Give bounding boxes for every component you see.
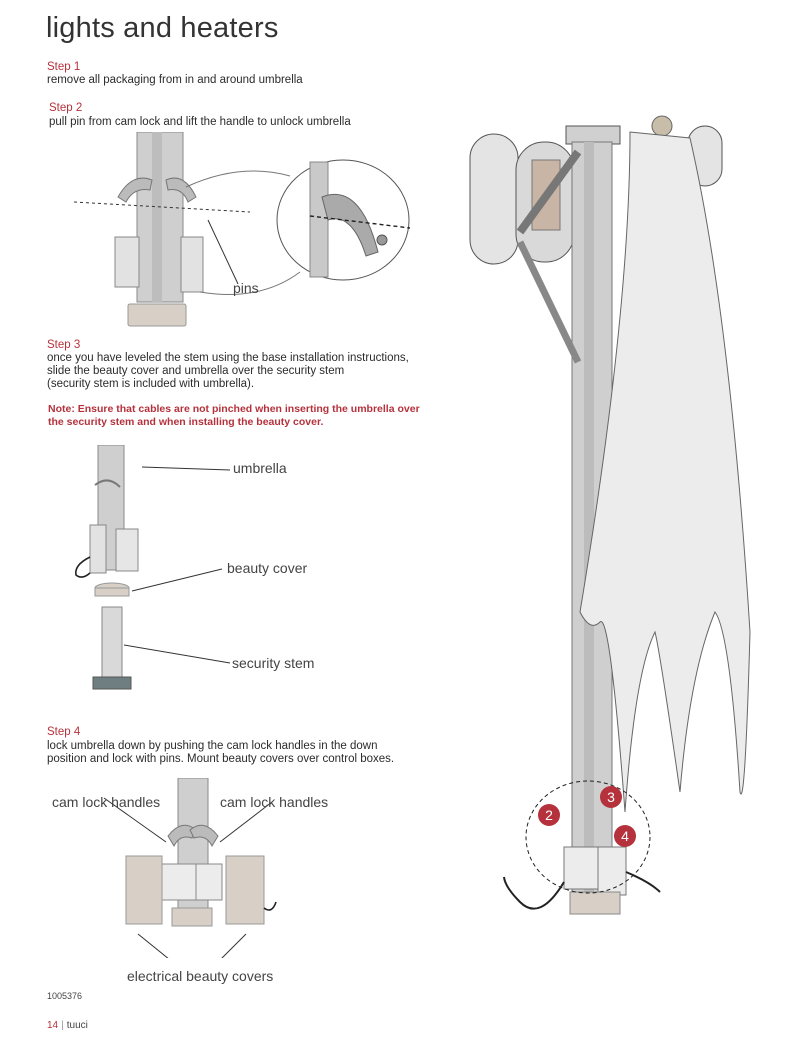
- cam-lock-left-label: cam lock handles: [52, 794, 161, 810]
- page-footer: 14|tuuci: [47, 1020, 88, 1031]
- callout-2: 2: [545, 807, 553, 823]
- step-3-note-2: the security stem and when installing th…: [48, 416, 324, 428]
- footer-separator: |: [61, 1020, 64, 1031]
- step-1-text: remove all packaging from in and around …: [47, 74, 303, 86]
- cam-lock-illustration: [73, 132, 411, 327]
- step-2-heading: Step 2: [49, 102, 83, 114]
- step-3-heading: Step 3: [47, 339, 81, 351]
- step-2-text: pull pin from cam lock and lift the hand…: [49, 116, 351, 128]
- step-3-line-1: once you have leveled the stem using the…: [47, 352, 409, 364]
- assembly-illustration: [74, 445, 231, 690]
- step-3-line-3: (security stem is included with umbrella…: [47, 378, 255, 390]
- doc-number: 1005376: [47, 991, 83, 1001]
- locked-illustration: [103, 778, 277, 958]
- page-number: 14: [47, 1020, 59, 1031]
- callout-4: 4: [621, 828, 629, 844]
- umbrella-heater-illustration: 2 3 4: [469, 115, 751, 915]
- umbrella-label: umbrella: [233, 460, 287, 476]
- callout-3: 3: [607, 789, 615, 805]
- electrical-covers-label: electrical beauty covers: [127, 968, 274, 984]
- security-stem-label: security stem: [232, 655, 315, 671]
- brand-name: tuuci: [66, 1020, 88, 1031]
- step-4-line-1: lock umbrella down by pushing the cam lo…: [47, 740, 378, 752]
- step-3-line-2: slide the beauty cover and umbrella over…: [47, 365, 345, 377]
- step-3-note-1: Note: Ensure that cables are not pinched…: [48, 403, 420, 415]
- step-4-line-2: position and lock with pins. Mount beaut…: [47, 753, 395, 765]
- cam-lock-right-label: cam lock handles: [220, 794, 329, 810]
- step-1-heading: Step 1: [47, 61, 81, 73]
- page-title: lights and heaters: [46, 12, 279, 44]
- step-4-heading: Step 4: [47, 726, 81, 738]
- pins-label: pins: [233, 280, 259, 296]
- beauty-cover-label: beauty cover: [227, 560, 308, 576]
